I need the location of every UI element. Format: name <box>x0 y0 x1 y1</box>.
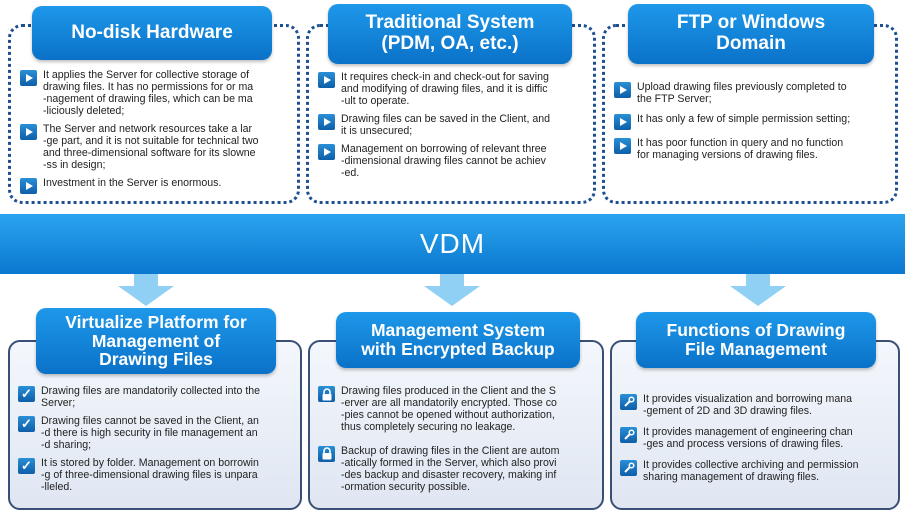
item-text: It requires check-in and check-out for s… <box>341 71 549 107</box>
play-icon <box>20 123 37 140</box>
list-item: Drawing files produced in the Client and… <box>318 385 600 434</box>
list-item: Upload drawing files previously complete… <box>614 81 892 106</box>
item-text: Backup of drawing files in the Client ar… <box>341 444 560 493</box>
play-icon <box>20 177 37 194</box>
vdm-band: VDM <box>0 214 905 274</box>
title-line: File Management <box>685 339 827 359</box>
item-text: Investment in the Server is enormous. <box>43 176 222 189</box>
item-text: It is stored by folder. Management on bo… <box>41 456 259 493</box>
play-icon <box>318 72 335 88</box>
list-item: ✓ Drawing files cannot be saved in the Cl… <box>18 414 298 452</box>
title-line: Drawing Files <box>99 349 213 370</box>
wrench-icon <box>620 426 637 443</box>
title-line: Functions of Drawing <box>666 320 846 341</box>
virtualize-platform-title: Virtualize Platform for Management of Dr… <box>36 308 276 374</box>
wrench-icon <box>620 394 637 410</box>
item-text: The Server and network resources take a … <box>43 122 259 171</box>
list-item: ✓ Drawing files are mandatorily collected… <box>18 385 298 410</box>
list-item: ✓ It is stored by folder. Management on b… <box>18 456 298 494</box>
play-icon <box>20 70 37 86</box>
down-arrow-icon <box>118 274 174 306</box>
title-line: Domain <box>716 33 786 54</box>
no-disk-hardware-list: It applies the Server for collective sto… <box>20 69 290 200</box>
ftp-windows-list: Upload drawing files previously complete… <box>614 81 892 168</box>
traditional-system-list: It requires check-in and check-out for s… <box>318 71 590 186</box>
list-item: Investment in the Server is enormous. <box>20 176 290 194</box>
item-text: It provides management of engineering ch… <box>643 425 853 450</box>
play-icon <box>614 113 631 130</box>
drawing-file-functions-list: It provides visualization and borrowing … <box>620 393 896 490</box>
list-item: It requires check-in and check-out for s… <box>318 71 590 108</box>
wrench-icon <box>620 459 637 476</box>
item-text: It provides visualization and borrowing … <box>643 393 853 417</box>
item-text: It has poor function in query and no fun… <box>637 136 844 161</box>
ftp-windows-title: FTP or Windows Domain <box>628 4 874 64</box>
title-line: FTP or Windows <box>676 12 826 34</box>
item-text: Drawing files can be saved in the Client… <box>341 112 551 137</box>
down-arrow-icon <box>730 274 786 306</box>
list-item: It applies the Server for collective sto… <box>20 69 290 118</box>
lock-icon <box>318 386 335 402</box>
item-text: Management on borrowing of relevant thre… <box>341 142 547 179</box>
traditional-system-title: Traditional System (PDM, OA, etc.) <box>328 4 572 64</box>
play-icon <box>614 137 631 154</box>
title-line: Management of <box>91 330 221 351</box>
title-line: with Encrypted Backup <box>361 339 555 359</box>
list-item: It has only a few of simple permission s… <box>614 112 892 130</box>
check-icon: ✓ <box>18 386 35 402</box>
title-line: No-disk Hardware <box>71 21 233 43</box>
item-text: It applies the Server for collective sto… <box>43 69 254 117</box>
list-item: Backup of drawing files in the Client ar… <box>318 444 600 494</box>
encrypted-backup-panel <box>308 340 604 510</box>
encrypted-backup-list: Drawing files produced in the Client and… <box>318 385 600 500</box>
title-line: Management System <box>370 320 546 341</box>
item-text: Drawing files cannot be saved in the Cli… <box>41 414 259 451</box>
no-disk-hardware-title: No-disk Hardware <box>32 6 272 60</box>
play-icon <box>318 143 335 160</box>
encrypted-backup-title: Management System with Encrypted Backup <box>336 312 580 368</box>
drawing-file-functions-title: Functions of Drawing File Management <box>636 312 876 368</box>
list-item: It provides collective archiving and per… <box>620 458 896 484</box>
down-arrow-icon <box>424 274 480 306</box>
play-icon <box>318 113 335 130</box>
item-text: Upload drawing files previously complete… <box>637 81 847 105</box>
item-text: It provides collective archiving and per… <box>643 458 859 483</box>
title-line: Traditional System <box>365 12 535 34</box>
vdm-label: VDM <box>419 228 486 259</box>
title-line: (PDM, OA, etc.) <box>381 33 519 54</box>
lock-icon <box>318 445 335 462</box>
list-item: Management on borrowing of relevant thre… <box>318 142 590 180</box>
item-text: It has only a few of simple permission s… <box>637 112 851 125</box>
list-item: It provides management of engineering ch… <box>620 425 896 451</box>
item-text: Drawing files produced in the Client and… <box>341 385 557 433</box>
list-item: Drawing files can be saved in the Client… <box>318 112 590 138</box>
item-text: Drawing files are mandatorily collected … <box>41 385 261 409</box>
virtualize-platform-list: ✓ Drawing files are mandatorily collected… <box>18 385 298 500</box>
play-icon <box>614 82 631 98</box>
title-line: Virtualize Platform for <box>65 311 247 332</box>
list-item: It has poor function in query and no fun… <box>614 136 892 162</box>
check-icon: ✓ <box>18 458 35 474</box>
check-icon: ✓ <box>18 416 35 432</box>
list-item: It provides visualization and borrowing … <box>620 393 896 418</box>
list-item: The Server and network resources take a … <box>20 122 290 172</box>
